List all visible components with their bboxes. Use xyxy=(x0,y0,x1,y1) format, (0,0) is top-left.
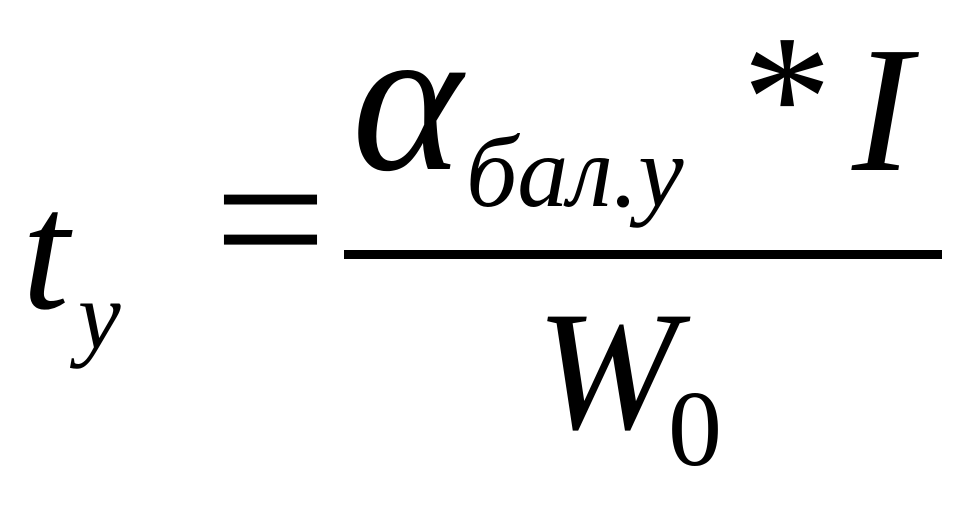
numerator-factor: I xyxy=(852,10,912,209)
numerator-coefficient-subscript: бал.у xyxy=(466,116,684,229)
lhs-subscript: у xyxy=(78,262,121,369)
numerator-coefficient: α xyxy=(352,0,463,215)
equals-sign: = xyxy=(214,109,327,330)
denominator-subscript: 0 xyxy=(668,370,722,489)
denominator-symbol: W xyxy=(536,277,678,465)
lhs-symbol: t xyxy=(22,157,70,345)
multiply-operator: * xyxy=(742,0,832,197)
fraction-bar xyxy=(344,250,942,259)
